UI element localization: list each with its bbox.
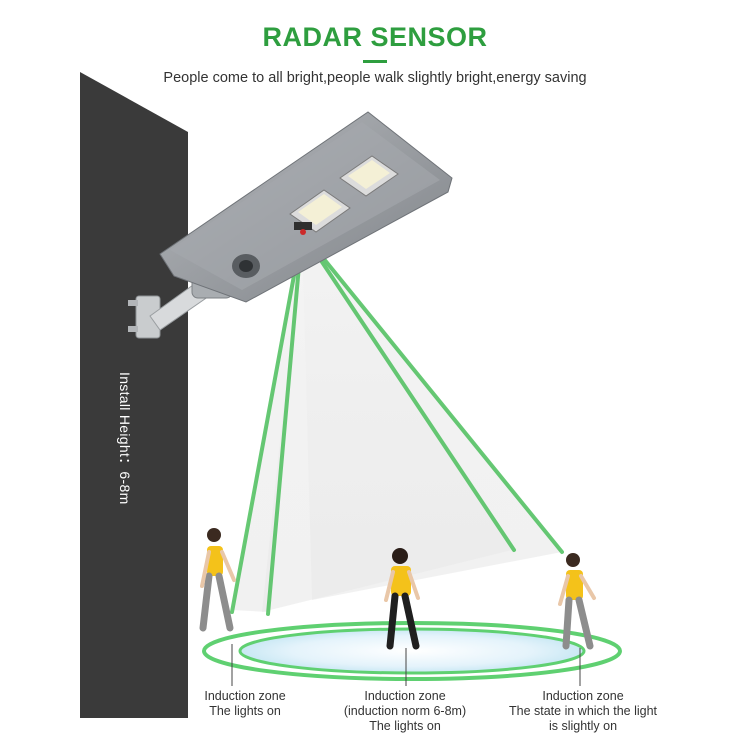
solar-street-lamp [159, 111, 453, 303]
caption-left-zone: Induction zone The lights on [180, 689, 310, 719]
pointer-lines [231, 644, 581, 686]
led-module-right [339, 155, 399, 197]
person-left [199, 528, 236, 632]
caption-line: (induction norm 6-8m) [343, 704, 467, 718]
caption-line: Induction zone [204, 689, 286, 703]
caption-middle-zone: Induction zone (induction norm 6-8m) The… [330, 689, 480, 734]
person-right [558, 553, 596, 650]
person-middle [384, 548, 420, 650]
caption-line: Induction zone [364, 689, 446, 703]
radar-beams [230, 230, 564, 616]
install-height-label: Install Height：6-8m [117, 372, 133, 505]
caption-line: The lights on [369, 719, 441, 733]
caption-line: Induction zone [542, 689, 624, 703]
page-title: RADAR SENSOR [262, 22, 488, 52]
caption-line: The lights on [209, 704, 281, 718]
page-subtitle: People come to all bright,people walk sl… [163, 70, 587, 86]
caption-right-zone: Induction zone The state in which the li… [498, 689, 668, 734]
radar-sensor-module [294, 222, 312, 230]
caption-line: is slightly on [548, 719, 618, 733]
caption-line: The state in which the light [509, 704, 657, 718]
beam-right [302, 232, 562, 600]
wall [80, 72, 188, 718]
title-underline [363, 60, 387, 63]
